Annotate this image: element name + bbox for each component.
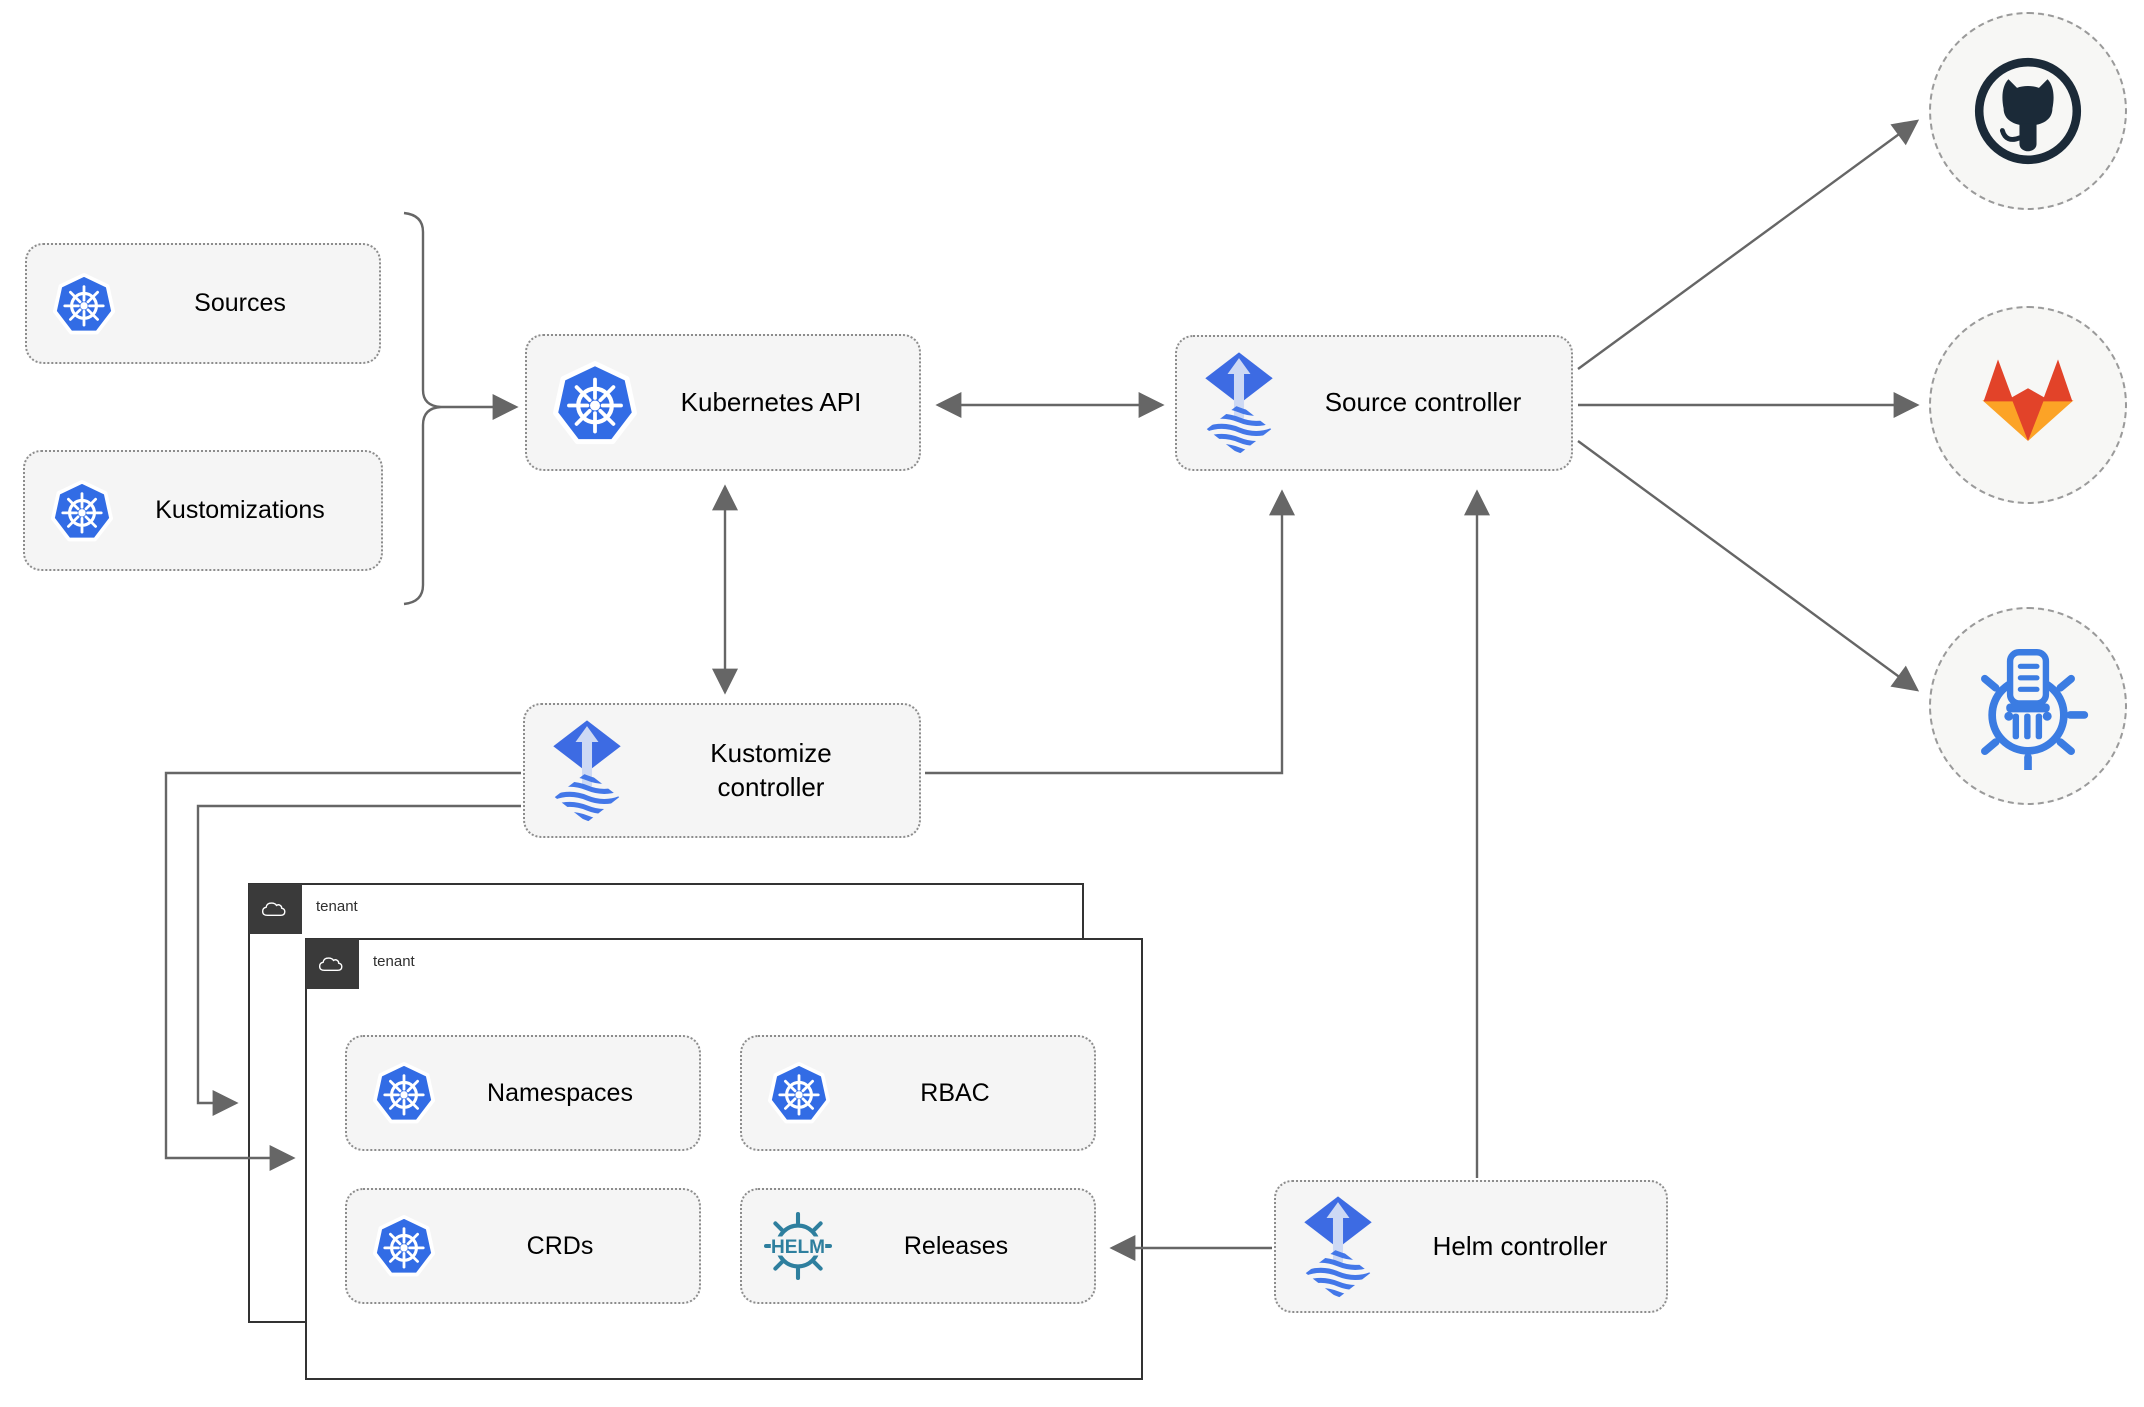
node-label: Sources (194, 289, 286, 318)
node-sources: Sources (25, 243, 381, 364)
node-kustomizations: Kustomizations (23, 450, 383, 571)
node-label: Kustomizations (155, 496, 325, 525)
circle-github (1929, 12, 2127, 210)
tenant-badge (249, 884, 302, 934)
node-kustomize-controller: Kustomize controller (523, 703, 921, 838)
cloud-icon (260, 898, 292, 921)
node-label: CRDs (526, 1231, 594, 1260)
kubernetes-icon (373, 1062, 435, 1124)
kubernetes-icon (553, 361, 637, 445)
flux-icon (1302, 1195, 1374, 1299)
kubernetes-icon (51, 480, 113, 542)
node-source-controller: Source controller (1175, 335, 1573, 471)
arrow-source-controller-to-helm-repository (1577, 440, 1920, 692)
node-label: Namespaces (487, 1078, 633, 1107)
gitlab-icon (1968, 345, 2088, 465)
tenant-label: tenant (316, 898, 358, 915)
arrow-kustomize-controller-to-source-controller (925, 489, 1295, 775)
helm-icon (764, 1212, 832, 1280)
flux-icon (551, 719, 623, 823)
node-helm-controller: Helm controller (1274, 1180, 1668, 1313)
circle-helm-repository (1929, 607, 2127, 805)
node-namespaces: Namespaces (345, 1035, 701, 1151)
node-releases: Releases (740, 1188, 1096, 1304)
helm-repository-icon (1964, 642, 2092, 770)
tenant-label: tenant (373, 953, 415, 970)
kubernetes-icon (373, 1215, 435, 1277)
kubernetes-icon (53, 273, 115, 335)
arrow-source-controller-to-github (1577, 119, 1920, 370)
tenant-badge (306, 939, 359, 989)
circle-gitlab (1929, 306, 2127, 504)
tenant-box-front: tenant (305, 938, 1143, 1380)
github-icon (1967, 50, 2089, 172)
node-label: Kustomize controller (710, 737, 832, 802)
cloud-icon (317, 953, 349, 976)
node-crds: CRDs (345, 1188, 701, 1304)
brace-sources-group (403, 211, 442, 606)
flux-icon (1203, 351, 1275, 455)
node-label: Helm controller (1432, 1230, 1608, 1261)
node-label: Kubernetes API (680, 386, 862, 417)
node-kubernetes-api: Kubernetes API (525, 334, 921, 471)
node-label: RBAC (920, 1078, 990, 1107)
node-label: Source controller (1324, 387, 1522, 418)
kubernetes-icon (768, 1062, 830, 1124)
node-label: Releases (903, 1231, 1009, 1260)
node-rbac: RBAC (740, 1035, 1096, 1151)
